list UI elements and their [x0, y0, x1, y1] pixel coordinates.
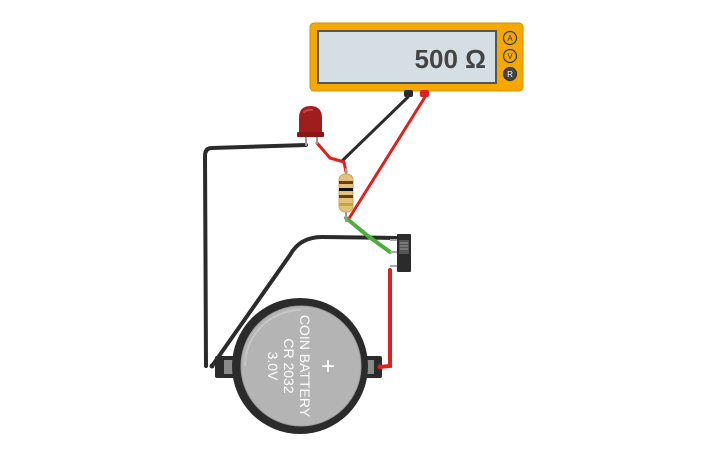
- mode-button-a[interactable]: A: [502, 30, 518, 46]
- battery-label-line1: COIN BATTERY: [297, 315, 313, 418]
- wire-endpoint: [377, 364, 383, 370]
- svg-text:V: V: [507, 52, 513, 61]
- terminal-com[interactable]: [404, 90, 413, 97]
- multimeter-reading: 500 Ω: [415, 44, 486, 74]
- wire-black-switch-to-battery[interactable]: [210, 234, 398, 368]
- svg-text:A: A: [507, 34, 513, 43]
- terminal-positive[interactable]: [420, 90, 429, 97]
- wire-green-resistor-to-switch[interactable]: [344, 216, 392, 254]
- mode-button-r[interactable]: R: [502, 66, 518, 82]
- battery-plus-sign: +: [321, 353, 335, 380]
- slide-switch[interactable]: [390, 234, 411, 272]
- resistor-body: [338, 173, 354, 213]
- wire-endpoint: [209, 363, 215, 369]
- multimeter[interactable]: 500 Ω A V R: [309, 22, 524, 97]
- wire-red-led-to-resistor[interactable]: [315, 141, 348, 174]
- wire-red-switch-to-battery[interactable]: [378, 268, 392, 369]
- battery-coin: [240, 305, 362, 427]
- multimeter-screen: [317, 30, 497, 84]
- svg-text:R: R: [507, 70, 513, 79]
- wires: [202, 95, 427, 369]
- led[interactable]: [297, 106, 324, 146]
- resistor[interactable]: [338, 168, 354, 222]
- wire-black-meter-com[interactable]: [340, 95, 410, 163]
- wire-red-meter-probe[interactable]: [346, 95, 427, 222]
- coin-battery[interactable]: COIN BATTERY CR 2032 3.0V +: [215, 298, 382, 434]
- battery-label-line3: 3.0V: [265, 352, 281, 381]
- wire-black-led-to-battery[interactable]: [202, 143, 308, 368]
- mode-button-v[interactable]: V: [502, 48, 518, 64]
- led-body: [299, 106, 322, 136]
- battery-label-line2: CR 2032: [281, 338, 297, 393]
